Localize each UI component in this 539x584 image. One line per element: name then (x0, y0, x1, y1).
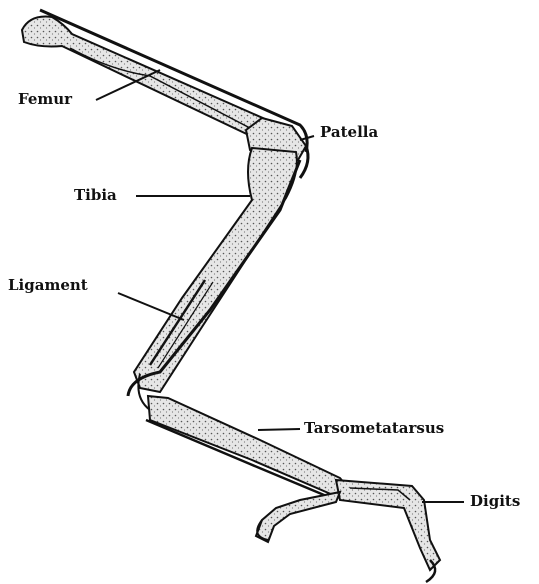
tibia-label: Tibia (74, 188, 117, 203)
ligament-label: Ligament (8, 278, 88, 293)
tarsometatarsus-bone (146, 396, 350, 500)
digits-claws (256, 480, 440, 582)
femur-label: Femur (18, 92, 72, 107)
tibia-bone (128, 148, 300, 410)
digits-label: Digits (470, 494, 520, 509)
ligament-leader (118, 293, 184, 320)
tarsometatarsus-label: Tarsometatarsus (304, 421, 444, 436)
tarsometatarsus-leader (258, 429, 300, 430)
patella-label: Patella (320, 125, 378, 140)
